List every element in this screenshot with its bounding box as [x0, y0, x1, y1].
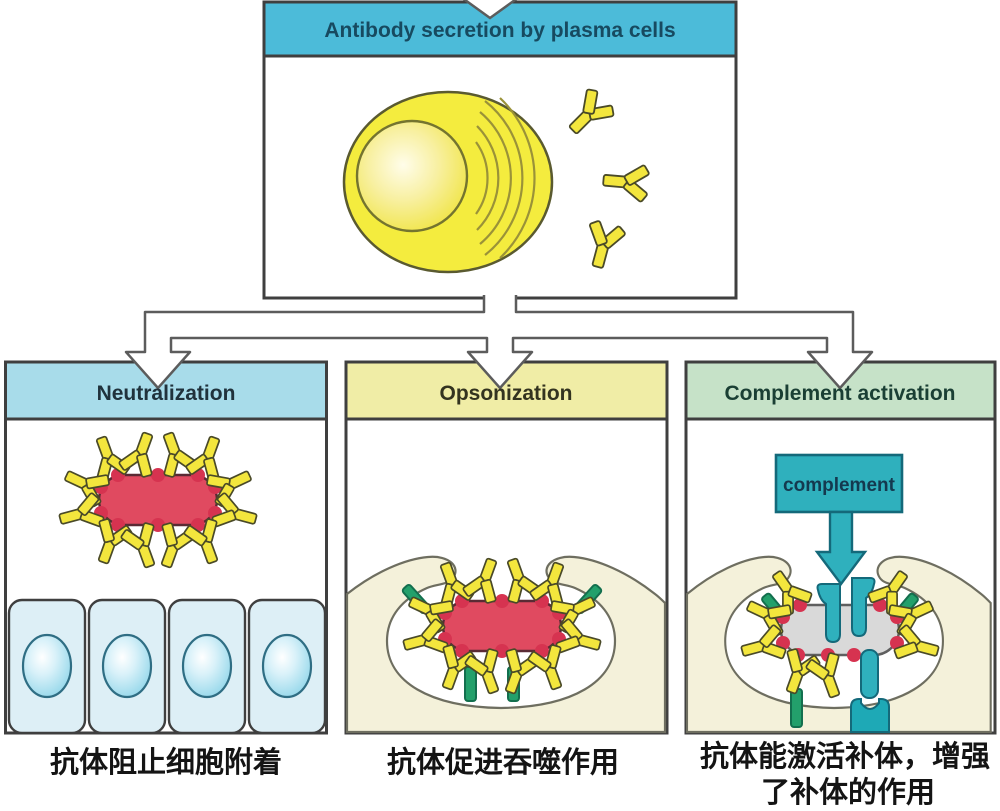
- banner-title: Antibody secretion by plasma cells: [324, 19, 675, 42]
- panel2-title: Opsonization: [440, 382, 573, 405]
- panel1-title: Neutralization: [97, 382, 236, 405]
- complement-box-label: complement: [783, 475, 896, 496]
- caption-neutralization: 抗体阻止细胞附着: [50, 745, 282, 779]
- branch-arrows-icon: [124, 295, 874, 390]
- bacterium: [97, 473, 219, 527]
- opsonization-scene: [345, 552, 667, 734]
- epithelial-cells: [7, 598, 327, 735]
- panel1-header: [4, 360, 328, 421]
- caption-complement-line2: 了补体的作用: [761, 775, 935, 809]
- complement-protein-bar: [860, 649, 879, 699]
- neutralization-scene: [7, 426, 327, 735]
- membrane-attack-complex: [816, 577, 876, 644]
- plasma-cell-nucleus: [355, 119, 469, 233]
- plasma-cell: [342, 90, 554, 274]
- endoplasmic-reticulum-arcs: [475, 97, 536, 259]
- complement-receptor-socket: [850, 698, 890, 733]
- incoming-down-arrow-icon: [462, 0, 518, 20]
- panel3-title: Complement activation: [724, 382, 955, 405]
- complement-box: [774, 453, 904, 514]
- caption-complement-line1: 抗体能激活补体，增强: [700, 739, 990, 773]
- complement-down-arrow-icon: [814, 510, 868, 586]
- bacterium: [441, 599, 563, 653]
- complement-scene: [685, 453, 992, 734]
- caption-opsonization: 抗体促进吞噬作用: [387, 745, 619, 779]
